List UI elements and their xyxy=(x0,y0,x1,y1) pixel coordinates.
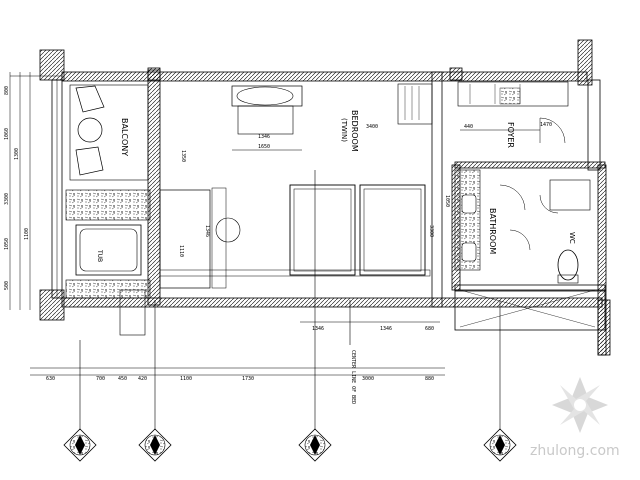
dim-label: 500 xyxy=(4,281,10,290)
dim-label: 1100 xyxy=(180,376,192,382)
room-label-bathroom: BATHROOM xyxy=(488,208,497,254)
dim-label: 1346 xyxy=(258,134,270,140)
dim-label: 1650 xyxy=(258,144,270,150)
dim-label: 630 xyxy=(46,376,55,382)
room-label-tub: TUB xyxy=(96,249,103,262)
room-label-bedroom: BEDROOM xyxy=(350,110,359,152)
room-label-bedroom-sub: (TWIN) xyxy=(340,118,348,142)
watermark-logo xyxy=(552,377,608,433)
section-marker-icon xyxy=(483,428,517,462)
dim-label: 800 xyxy=(4,86,10,95)
watermark-text: zhulong.com xyxy=(530,443,620,459)
dim-label: 3300 xyxy=(4,193,10,205)
room-label-foyer: FOYER xyxy=(506,122,515,148)
section-marker-icon xyxy=(298,428,332,462)
dim-label: 440 xyxy=(464,124,473,130)
dim-label: 1346 xyxy=(380,326,392,332)
dim-label: 3300 xyxy=(428,225,434,237)
section-marker-icon xyxy=(63,428,97,462)
dim-label: 1110 xyxy=(178,245,184,257)
dim-label: 680 xyxy=(425,326,434,332)
balcony-furniture xyxy=(65,84,151,336)
dim-label: 1050 xyxy=(444,195,450,207)
dim-label: 1346 xyxy=(204,225,210,237)
note-center-line: CENTER LINE OF BED xyxy=(350,350,356,404)
room-label-balcony: BALCONY xyxy=(120,118,129,156)
dim-label: 3400 xyxy=(366,124,378,130)
dim-label: 880 xyxy=(425,376,434,382)
dim-label: 1060 xyxy=(4,128,10,140)
dim-label: 1300 xyxy=(14,148,20,160)
dimension-lines xyxy=(9,72,540,376)
dim-label: 420 xyxy=(138,376,147,382)
dim-label: 1470 xyxy=(540,122,552,128)
dim-label: 1050 xyxy=(4,238,10,250)
bedroom-furniture xyxy=(159,83,433,289)
dim-label: 1730 xyxy=(242,376,254,382)
dim-label: 700 xyxy=(96,376,105,382)
dim-label: 450 xyxy=(118,376,127,382)
walls xyxy=(39,39,611,356)
dim-label: 1350 xyxy=(180,150,186,162)
section-marker-icon xyxy=(138,428,172,462)
dim-label: 1100 xyxy=(24,228,30,240)
dim-label: 3000 xyxy=(362,376,374,382)
bathroom-fixtures xyxy=(454,81,596,328)
section-markers xyxy=(63,428,517,462)
room-label-wc: WC xyxy=(568,232,576,244)
dim-label: 1346 xyxy=(312,326,324,332)
axis-lines xyxy=(79,170,501,430)
